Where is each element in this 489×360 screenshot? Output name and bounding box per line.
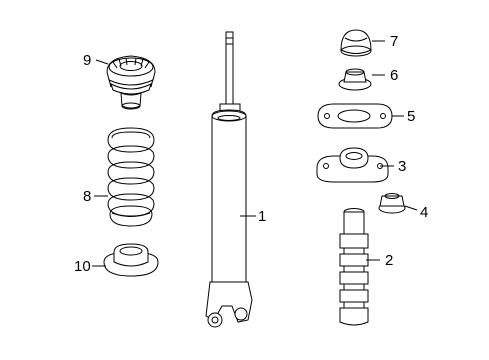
- callout-7: 7: [390, 33, 398, 50]
- callout-1: 1: [258, 208, 266, 225]
- part-10-lower-spring-seat: [103, 243, 159, 277]
- part-5-gasket: [317, 103, 393, 129]
- callout-9: 9: [83, 52, 91, 69]
- callout-2: 2: [385, 252, 393, 269]
- part-6-nut: [338, 68, 372, 91]
- part-9-spring-upper-seat: [106, 55, 156, 110]
- part-1-shock-absorber: [205, 31, 253, 328]
- part-8-coil-spring: [107, 127, 155, 227]
- callout-4: 4: [420, 204, 428, 221]
- callout-3: 3: [398, 158, 406, 175]
- part-7-dust-cap: [340, 29, 372, 57]
- callout-6: 6: [390, 67, 398, 84]
- part-4-flange-nut: [378, 193, 406, 214]
- part-3-mount-insulator: [316, 147, 389, 183]
- leader-4: [404, 205, 418, 211]
- part-2-bump-stopper: [339, 208, 369, 326]
- callout-5: 5: [407, 108, 415, 125]
- callout-10: 10: [74, 258, 91, 275]
- callout-8: 8: [83, 188, 91, 205]
- leader-9: [95, 59, 109, 65]
